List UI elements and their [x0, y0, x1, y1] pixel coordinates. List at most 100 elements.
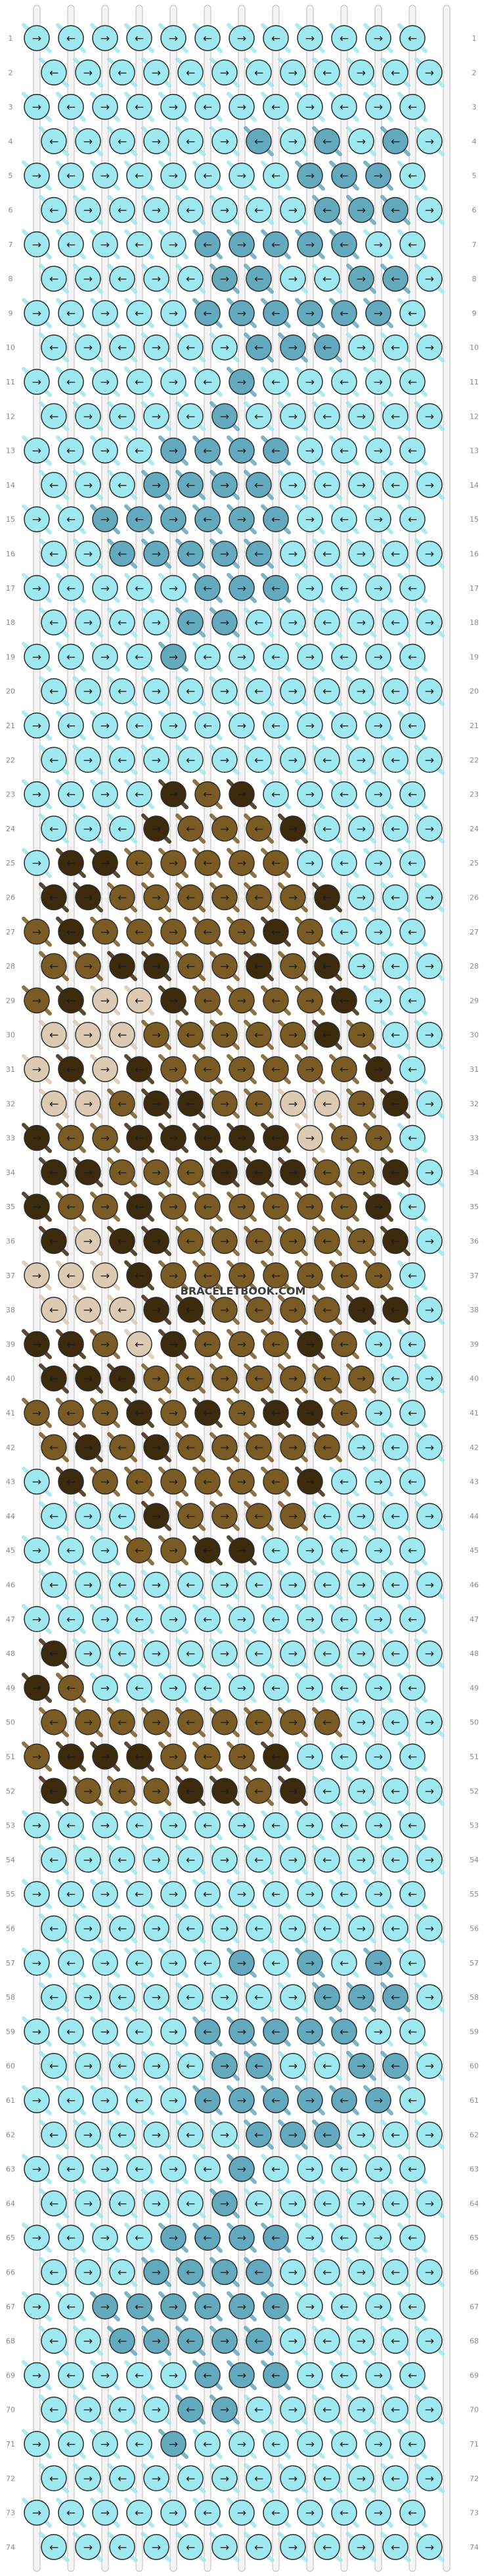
- knot: ←: [41, 678, 67, 704]
- knot: →: [143, 265, 169, 292]
- knot-direction-icon: →: [374, 445, 383, 458]
- knot-direction-icon: →: [288, 1647, 298, 1661]
- knot-direction-icon: →: [169, 651, 178, 664]
- knot: ←: [331, 2499, 357, 2526]
- knot-direction-icon: ←: [322, 2541, 332, 2554]
- knot: ←: [177, 678, 204, 704]
- knot: ←: [194, 1468, 221, 1495]
- knot: ←: [58, 2224, 84, 2251]
- knot-direction-icon: ←: [271, 32, 280, 45]
- knot-direction-icon: →: [100, 2301, 110, 2314]
- knot: →: [229, 437, 255, 464]
- knot: ←: [58, 1812, 84, 1839]
- knot-direction-icon: ←: [408, 1544, 417, 1557]
- knot: ←: [194, 2155, 221, 2182]
- knot: ←: [194, 1950, 221, 1976]
- knot-direction-icon: →: [374, 926, 383, 939]
- row-number-right: 10: [470, 344, 479, 352]
- knot: →: [211, 1709, 238, 1736]
- knot: →: [348, 1021, 374, 1048]
- knot-direction-icon: ←: [271, 170, 280, 183]
- knot-direction-icon: ←: [66, 994, 76, 1007]
- knot-direction-icon: ←: [254, 410, 263, 423]
- knot-direction-icon: ←: [391, 2541, 400, 2554]
- knot-direction-icon: →: [357, 2128, 366, 2142]
- knot-direction-icon: →: [220, 2128, 229, 2142]
- knot-direction-icon: →: [169, 170, 178, 183]
- knot-direction-icon: →: [357, 1029, 366, 1042]
- knot: →: [416, 472, 443, 498]
- knot: →: [348, 678, 374, 704]
- knot-direction-icon: ←: [186, 1029, 195, 1042]
- knot: →: [365, 1606, 391, 1632]
- knot: ←: [109, 884, 135, 911]
- string-line: [443, 5, 451, 2572]
- knot-direction-icon: ←: [322, 1029, 332, 1042]
- knot: →: [143, 1365, 169, 1392]
- knot-direction-icon: →: [83, 66, 93, 80]
- knot: →: [160, 2087, 187, 2113]
- knot-direction-icon: →: [169, 1201, 178, 1214]
- knot-direction-icon: ←: [408, 1407, 417, 1420]
- knot: →: [416, 1503, 443, 1529]
- knot-direction-icon: ←: [186, 1785, 195, 1798]
- knot-direction-icon: ←: [271, 1338, 280, 1351]
- knot: →: [143, 128, 169, 154]
- row-number-right: 40: [470, 1375, 479, 1383]
- knot: →: [92, 1537, 118, 1563]
- knot-direction-icon: →: [357, 2472, 366, 2485]
- knot: ←: [126, 2018, 152, 2045]
- knot: ←: [126, 1468, 152, 1495]
- knot-direction-icon: ←: [118, 548, 127, 561]
- knot-direction-icon: ←: [203, 32, 212, 45]
- knot-direction-icon: ←: [254, 754, 263, 767]
- knot-direction-icon: →: [32, 789, 41, 802]
- knot: ←: [58, 231, 84, 258]
- knot-direction-icon: →: [169, 445, 178, 458]
- knot-direction-icon: ←: [254, 2060, 263, 2073]
- knot-direction-icon: →: [100, 376, 110, 389]
- knot-direction-icon: →: [237, 1820, 246, 1833]
- knot-direction-icon: ←: [408, 1063, 417, 1076]
- knot: ←: [382, 2396, 409, 2423]
- knot: ←: [58, 2362, 84, 2389]
- knot: ←: [246, 678, 272, 704]
- knot-direction-icon: →: [374, 1476, 383, 1489]
- knot-direction-icon: ←: [66, 789, 76, 802]
- knot: →: [416, 128, 443, 154]
- knot: →: [143, 403, 169, 430]
- knot: →: [24, 437, 50, 464]
- knot: ←: [246, 128, 272, 154]
- knot: →: [75, 2190, 101, 2217]
- knot: →: [143, 678, 169, 704]
- knot: ←: [382, 2190, 409, 2217]
- knot: →: [92, 1950, 118, 1976]
- knot-direction-icon: ←: [340, 1270, 349, 1283]
- knot: →: [297, 575, 323, 601]
- knot-direction-icon: ←: [340, 1063, 349, 1076]
- knot: →: [365, 1950, 391, 1976]
- knot: →: [229, 1881, 255, 1907]
- knot-direction-icon: →: [152, 479, 161, 492]
- knot: ←: [194, 2224, 221, 2251]
- knot: →: [143, 1434, 169, 1461]
- knot: →: [24, 300, 50, 327]
- knot-direction-icon: →: [288, 1716, 298, 1730]
- knot-direction-icon: ←: [135, 1751, 144, 1764]
- knot: →: [92, 506, 118, 532]
- row-number-right: 38: [470, 1306, 479, 1314]
- knot-direction-icon: →: [305, 926, 315, 939]
- knot: ←: [399, 850, 426, 876]
- row-number-right: 51: [470, 1753, 479, 1761]
- knot-direction-icon: ←: [340, 445, 349, 458]
- knot: →: [24, 2362, 50, 2389]
- knot-direction-icon: ←: [66, 1613, 76, 1626]
- knot: →: [143, 1847, 169, 1873]
- knot: ←: [126, 300, 152, 327]
- knot-direction-icon: ←: [254, 2335, 263, 2348]
- knot-direction-icon: ←: [408, 857, 417, 870]
- row-number-left: 8: [9, 275, 13, 283]
- knot-direction-icon: ←: [118, 135, 127, 149]
- knot-direction-icon: →: [374, 2369, 383, 2382]
- knot: ←: [331, 1193, 357, 1220]
